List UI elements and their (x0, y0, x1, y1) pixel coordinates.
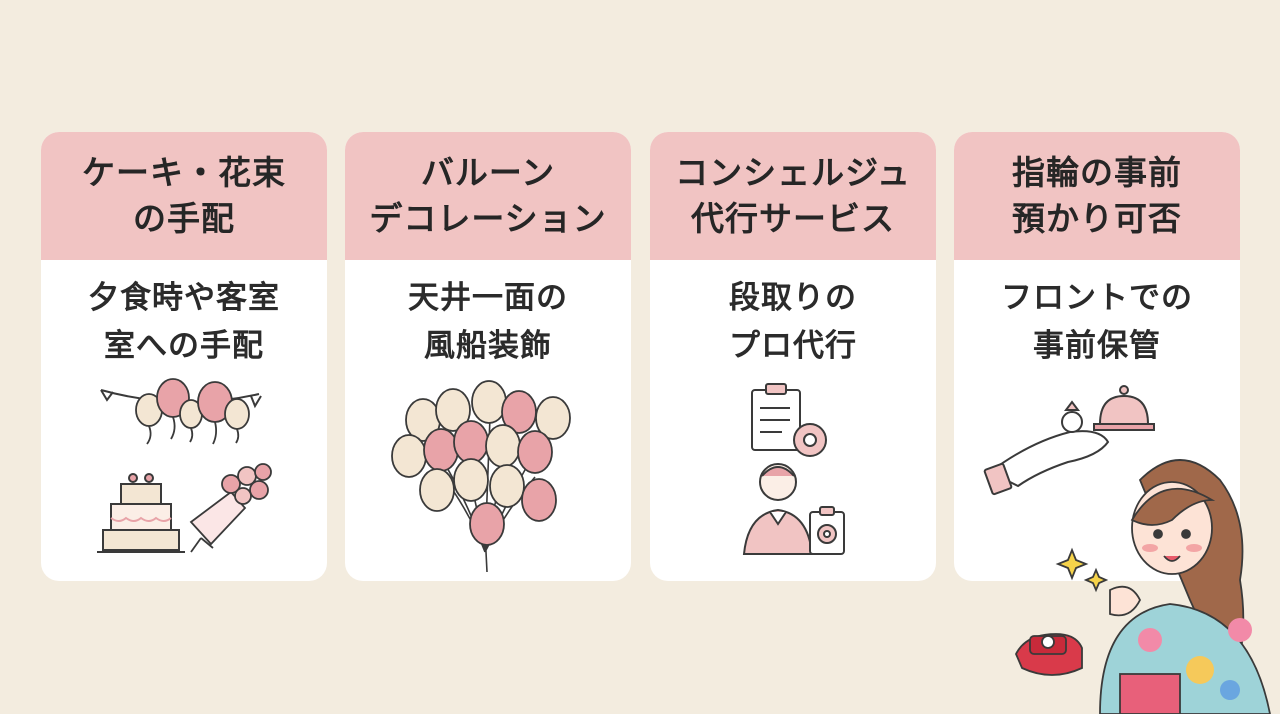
card-description: 夕食時や客室 室への手配 (41, 274, 327, 370)
service-card-concierge: コンシェルジュ 代行サービス 段取りの プロ代行 (650, 132, 936, 581)
woman-in-yukata-holding-ring-box-illustration (1015, 459, 1271, 714)
balloons-cake-bouquet-icon (97, 378, 272, 553)
card-description: フロントでの 事前保管 (954, 274, 1240, 370)
card-title: ケーキ・花束 の手配 (41, 132, 327, 260)
card-title: コンシェルジュ 代行サービス (650, 132, 936, 260)
card-desc-line: 風船装飾 (424, 328, 552, 364)
card-desc-line: 天井一面の (408, 280, 568, 316)
card-desc-line: フロントでの (1001, 280, 1193, 316)
card-title-line: コンシェルジュ (675, 153, 911, 192)
balloon-cluster-icon (391, 380, 571, 573)
card-title-line: の手配 (133, 199, 235, 238)
card-title-line: 指輪の事前 (1012, 153, 1182, 192)
card-desc-line: プロ代行 (729, 328, 857, 364)
card-desc-line: 段取りの (729, 280, 857, 316)
card-desc-line: 室への手配 (104, 328, 264, 364)
service-card-cake-flowers: ケーキ・花束 の手配 夕食時や客室 室への手配 (41, 132, 327, 581)
card-title-line: 預かり可否 (1012, 199, 1182, 238)
card-description: 段取りの プロ代行 (650, 274, 936, 370)
card-description: 天井一面の 風船装飾 (345, 274, 631, 370)
service-card-balloon-decoration: バルーン デコレーション 天井一面の 風船装飾 (345, 132, 631, 581)
ring-hand-bell-icon (983, 385, 1155, 496)
card-desc-line: 事前保管 (1033, 328, 1161, 364)
card-title-line: ケーキ・花束 (82, 153, 286, 192)
concierge-clipboard-gear-icon (742, 383, 845, 555)
card-title-line: デコレーション (369, 199, 607, 238)
card-title: バルーン デコレーション (345, 132, 631, 260)
card-title: 指輪の事前 預かり可否 (954, 132, 1240, 260)
card-title-line: 代行サービス (691, 199, 895, 238)
card-desc-line: 夕食時や客室 (88, 280, 280, 316)
card-title-line: バルーン (420, 153, 556, 192)
